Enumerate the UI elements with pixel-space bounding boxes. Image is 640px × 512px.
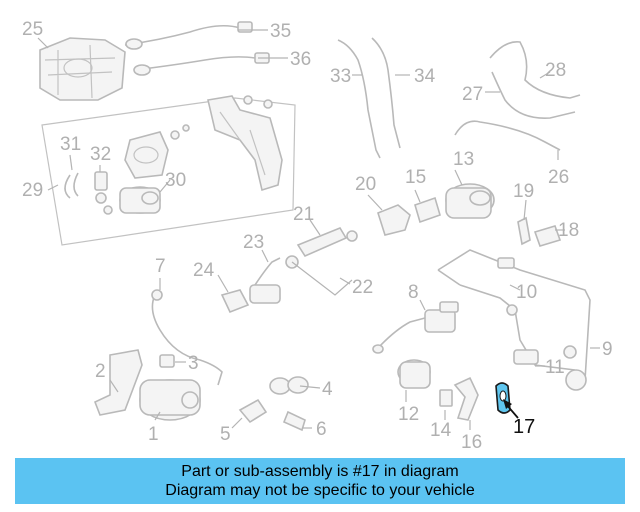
part-24-shape <box>220 289 250 314</box>
part-23-shape <box>254 257 281 286</box>
valve-upper-shape <box>124 124 190 179</box>
parts-diagram: 25 35 36 33 34 28 27 26 31 32 29 30 13 1… <box>22 19 613 453</box>
callout-30: 30 <box>165 170 186 191</box>
callout-35: 35 <box>270 21 291 42</box>
callout-6: 6 <box>316 419 327 440</box>
callout-23: 23 <box>243 232 264 253</box>
part-17-shape <box>495 382 511 414</box>
callout-27: 27 <box>462 84 483 105</box>
part-19-shape <box>517 216 531 246</box>
callout-5: 5 <box>220 424 231 445</box>
part-27-shape <box>454 120 561 151</box>
part-34-shape <box>371 37 401 149</box>
callout-9: 9 <box>602 339 613 360</box>
part-22-lines <box>291 261 353 296</box>
callout-8: 8 <box>408 282 419 303</box>
part-16-shape <box>453 376 479 421</box>
part-2-shape <box>93 349 143 416</box>
callout-36: 36 <box>290 49 311 70</box>
banner-line-1: Part or sub-assembly is #17 in diagram <box>181 463 459 480</box>
callout-4: 4 <box>322 379 333 400</box>
part-26-shape <box>491 71 576 119</box>
part-30-shape <box>119 186 161 214</box>
callout-28: 28 <box>545 60 566 81</box>
callout-12: 12 <box>398 404 419 425</box>
callout-labels: 25 35 36 33 34 28 27 26 31 32 29 30 13 1… <box>22 19 613 453</box>
callout-34: 34 <box>414 66 436 87</box>
callout-31: 31 <box>60 134 81 155</box>
part-20-shape <box>377 204 411 236</box>
callout-16: 16 <box>461 432 482 453</box>
callout-32: 32 <box>90 144 111 165</box>
callout-24: 24 <box>193 260 215 281</box>
callout-11: 11 <box>545 357 565 378</box>
part-18-shape <box>533 225 562 247</box>
callout-18: 18 <box>558 220 579 241</box>
part-8-shape <box>372 301 459 354</box>
callout-13: 13 <box>453 149 474 170</box>
callout-20: 20 <box>355 174 376 195</box>
part-36-shape <box>133 52 270 76</box>
callout-26: 26 <box>548 167 569 188</box>
part-4-shape <box>269 376 309 395</box>
part-32-shape <box>94 171 113 215</box>
part-7-shape <box>151 294 223 386</box>
part-25-shape <box>39 37 126 101</box>
part-5-shape <box>238 398 268 424</box>
part-28-shape <box>489 41 581 99</box>
part-1-shape <box>139 379 201 421</box>
part-13-shape <box>445 183 495 219</box>
callout-1: 1 <box>148 424 159 445</box>
callout-25: 25 <box>22 19 43 40</box>
part-17-arrow <box>503 399 519 419</box>
part-14-shape <box>439 389 453 407</box>
callout-22: 22 <box>352 277 373 298</box>
part-21-shape <box>296 227 348 258</box>
callout-17: 17 <box>513 416 535 438</box>
callout-15: 15 <box>405 167 426 188</box>
callout-29: 29 <box>22 180 43 201</box>
part-3-shape <box>159 354 175 368</box>
assembly-box <box>41 97 296 246</box>
part-12-shape <box>397 359 431 389</box>
leader-lines <box>37 29 600 430</box>
part-15-shape <box>414 196 441 224</box>
info-banner: Part or sub-assembly is #17 in diagram D… <box>15 458 625 504</box>
part-6-shape <box>282 410 306 432</box>
callout-2: 2 <box>95 361 106 382</box>
part-33-shape <box>337 39 381 159</box>
flange-24b <box>249 284 281 304</box>
callout-33: 33 <box>330 66 351 87</box>
part-9-shape <box>437 249 591 391</box>
bracket-assembly-shape <box>207 95 283 192</box>
callout-10: 10 <box>516 282 537 303</box>
callout-21: 21 <box>293 204 314 225</box>
callout-19: 19 <box>513 181 534 202</box>
banner-line-2: Diagram may not be specific to your vehi… <box>165 482 475 499</box>
part-31-shape <box>64 172 79 199</box>
part-35-shape <box>124 21 253 50</box>
callout-7: 7 <box>155 256 166 277</box>
callout-3: 3 <box>188 353 199 374</box>
callout-14: 14 <box>430 420 452 441</box>
